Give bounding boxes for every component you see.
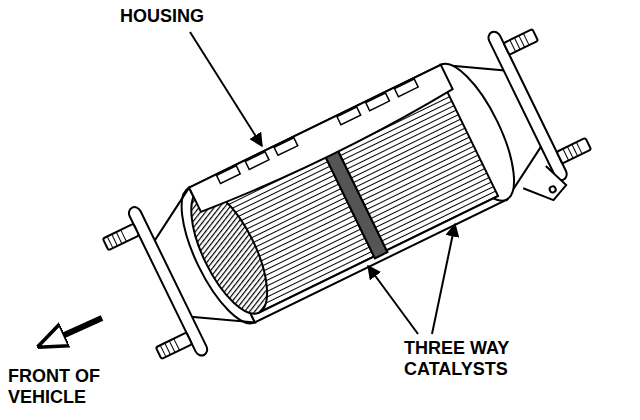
stud (557, 138, 591, 164)
part-label: FRONT OF VEHICLE (6, 366, 128, 408)
part-label: HOUSING (118, 6, 242, 27)
housing-shell (189, 65, 455, 217)
direction-arrow (40, 318, 102, 346)
tab-hole (549, 185, 557, 193)
stud (504, 29, 538, 55)
leader-line (190, 32, 262, 146)
housing-rim (166, 188, 255, 334)
stud (103, 224, 139, 251)
leader-line (368, 266, 418, 334)
stud (156, 332, 192, 359)
mount-tab (519, 162, 570, 210)
converter (96, 16, 604, 386)
part-label: THREE WAY CATALYSTS (402, 338, 536, 380)
leader-line (432, 224, 455, 334)
